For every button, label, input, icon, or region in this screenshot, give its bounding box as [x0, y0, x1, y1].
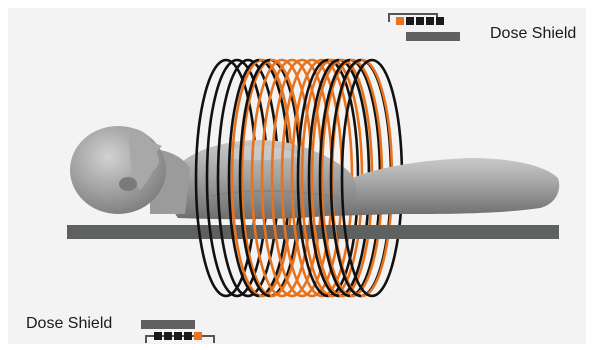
- shield-segment: [436, 17, 444, 25]
- coil-ring-dark-front-6: [296, 58, 329, 298]
- coil-ring-dark-front-1: [194, 58, 227, 298]
- dose-shield-bottom-indicator: [141, 320, 215, 343]
- coil-ring-dark-front-7: [307, 58, 340, 298]
- coil-ring-orange-front-9: [310, 58, 343, 298]
- shield-segment: [426, 17, 434, 25]
- coil-ring-orange-front-3: [250, 58, 283, 298]
- coil-ring-dark-front-9: [329, 58, 362, 298]
- shield-segment: [416, 17, 424, 25]
- shield-segment: [164, 332, 172, 340]
- coil-ring-dark-front-5: [238, 58, 271, 298]
- shield-bar: [141, 320, 195, 329]
- coil-ring-orange-front-8: [300, 58, 333, 298]
- coil-ring-orange-front-1: [230, 58, 263, 298]
- shield-segment: [154, 332, 162, 340]
- coil-ring-orange-front-6: [280, 58, 313, 298]
- shield-segment: [396, 17, 404, 25]
- coil-ring-dark-front-2: [205, 58, 238, 298]
- shield-segment: [174, 332, 182, 340]
- shield-segment: [194, 332, 202, 340]
- coil-ring-orange-front-7: [290, 58, 323, 298]
- shield-segment: [184, 332, 192, 340]
- dose-shield-label-bottom: Dose Shield: [26, 315, 113, 332]
- coil-ring-orange-front-5: [270, 58, 303, 298]
- coil-ring-orange-front-4: [260, 58, 293, 298]
- shield-segment: [406, 17, 414, 25]
- shield-bar: [406, 32, 460, 41]
- coil-rings-front-dark: [194, 58, 373, 298]
- coil-rings-front-orange: [230, 58, 363, 298]
- dose-shield-top-indicator: [388, 13, 460, 41]
- coil-ring-orange-front-10: [320, 58, 353, 298]
- coil-ring-orange-front-2: [240, 58, 273, 298]
- coil-ring-dark-front-8: [318, 58, 351, 298]
- coil-ring-dark-front-10: [340, 58, 373, 298]
- dose-shield-label-top: Dose Shield: [490, 25, 577, 42]
- coil-ring-dark-front-4: [227, 58, 260, 298]
- coil-ring-dark-front-3: [216, 58, 249, 298]
